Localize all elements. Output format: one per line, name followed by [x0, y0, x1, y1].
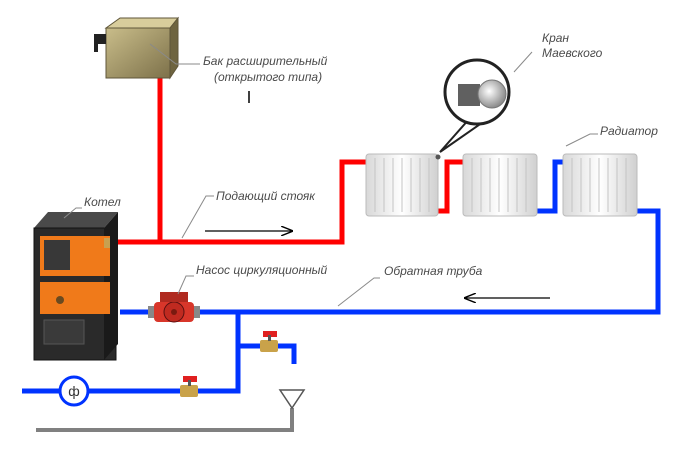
supply-pipe — [118, 159, 368, 245]
return-pipe-radiator2 — [437, 159, 463, 214]
drain-funnel — [278, 389, 306, 410]
leader-lines — [63, 43, 598, 307]
label-boiler: Котел — [84, 195, 121, 209]
water-meter-symbol: ф — [68, 383, 80, 399]
mayevsky-valve-callout — [439, 58, 511, 153]
label-supply-riser: Подающий стояк — [216, 189, 316, 203]
label-return-pipe: Обратная труба — [384, 264, 483, 278]
return-pipe-radiators — [536, 159, 565, 214]
radiator-1 — [365, 153, 439, 217]
radiator-3 — [562, 153, 638, 217]
expansion-tank — [94, 16, 180, 80]
label-tank-line2: (открытого типа) — [214, 70, 322, 84]
radiator-2 — [462, 153, 538, 217]
mayevsky-valve-dot — [435, 154, 441, 160]
feed-pipe — [22, 312, 241, 394]
water-meter: ф — [58, 375, 90, 407]
label-tank-line1: Бак расширительный — [203, 54, 328, 68]
drain-pipe — [36, 408, 294, 432]
label-crane-line1: Кран — [542, 31, 569, 45]
circulation-pump — [148, 292, 200, 323]
label-pump: Насос циркуляционный — [196, 263, 328, 277]
ball-valve-bypass — [260, 331, 278, 352]
label-radiator: Радиатор — [600, 124, 658, 138]
return-pipe-main — [120, 208, 661, 315]
boiler — [33, 212, 118, 361]
ball-valve-feed — [180, 376, 198, 397]
label-crane-line2: Маевского — [542, 46, 603, 60]
bypass-pipe — [238, 343, 297, 364]
